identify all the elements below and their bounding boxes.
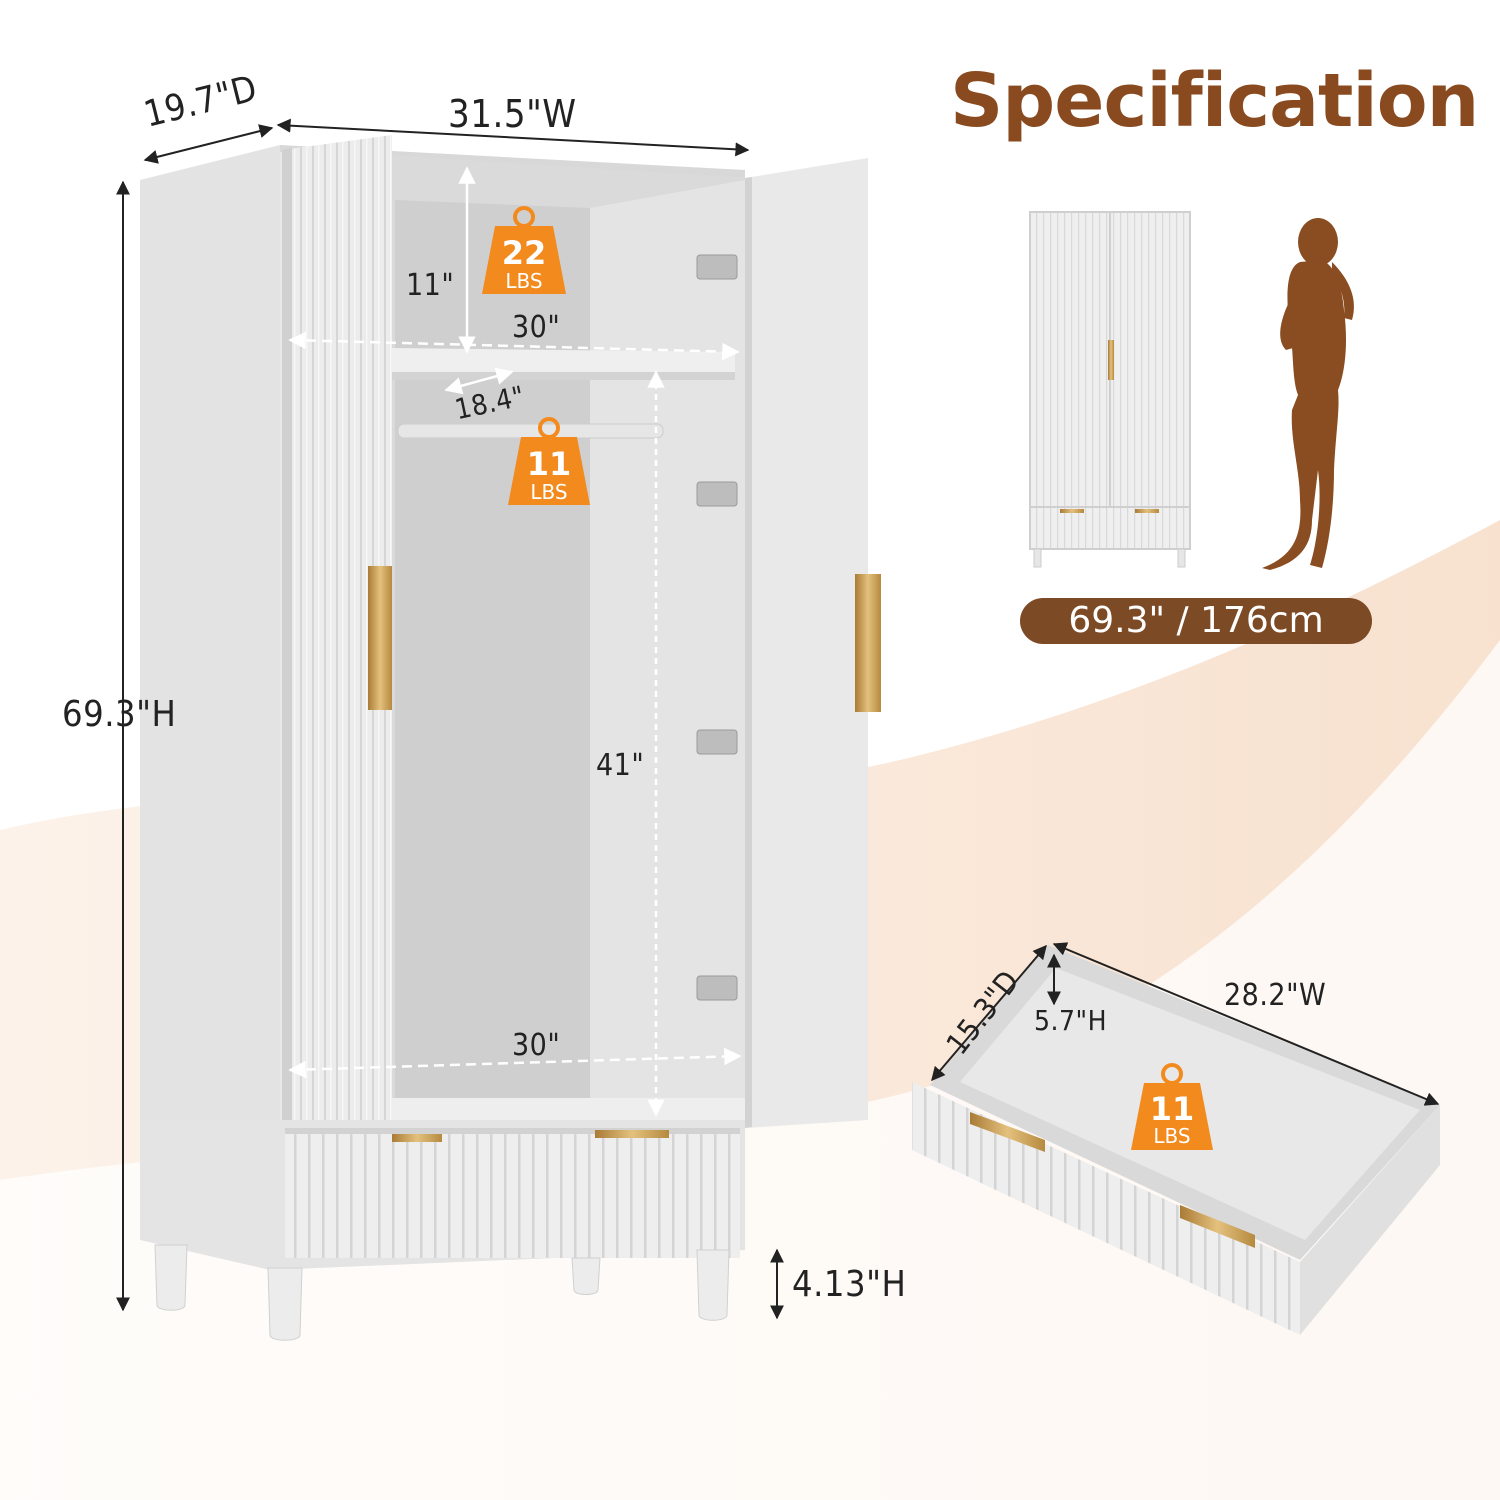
leg-height-label: 4.13"H: [792, 1264, 907, 1305]
drawer-detail: 11 LBS: [912, 942, 1440, 1335]
svg-text:LBS: LBS: [1153, 1124, 1190, 1148]
svg-text:LBS: LBS: [530, 480, 567, 504]
page-title: Specification: [950, 58, 1479, 144]
drawer-height-label: 5.7"H: [1034, 1004, 1108, 1037]
hinge-icon: [696, 254, 738, 1001]
weight-badge-upper-shelf: 22 LBS: [482, 206, 566, 294]
dimension-lines: [116, 118, 784, 1320]
bottom-width-label: 30": [512, 1028, 561, 1063]
drawer-handle-left: [392, 1134, 442, 1142]
right-door-handle: [855, 574, 881, 712]
upper-compartment-height-label: 11": [406, 268, 455, 303]
drawer-width-label: 28.2"W: [1224, 978, 1327, 1013]
height-comparison-pill: 69.3" / 176cm: [1020, 598, 1372, 644]
drawer-handle-right: [595, 1130, 669, 1138]
weight-badge-drawer: 11 LBS: [1131, 1063, 1213, 1150]
upper-shelf-width-label: 30": [512, 310, 561, 345]
height-label: 69.3"H: [62, 694, 177, 735]
svg-text:11: 11: [1150, 1090, 1195, 1128]
svg-text:LBS: LBS: [505, 269, 542, 293]
svg-text:11: 11: [527, 445, 572, 483]
left-door-handle: [368, 566, 392, 710]
svg-text:22: 22: [502, 234, 547, 272]
hanging-height-label: 41": [596, 748, 645, 783]
width-label: 31.5"W: [448, 92, 577, 136]
wardrobe-thumbnail: [1029, 211, 1191, 568]
weight-badge-hanging-rod: 11 LBS: [508, 417, 590, 505]
person-silhouette-icon: [1262, 218, 1354, 570]
wardrobe: [140, 135, 881, 1341]
wardrobe-legs: [154, 1244, 730, 1341]
